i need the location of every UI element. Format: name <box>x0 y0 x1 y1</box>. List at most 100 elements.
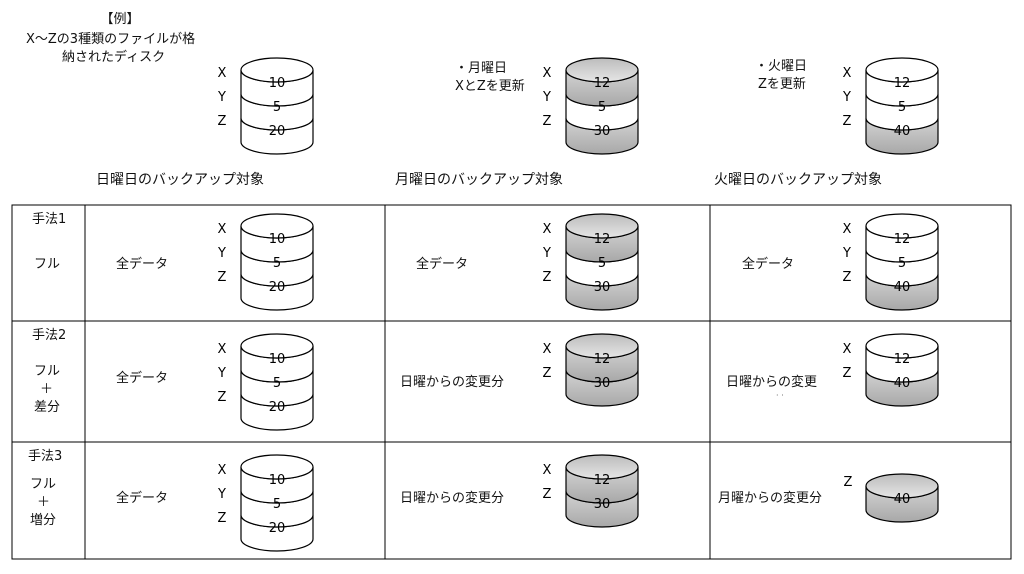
tuesday-note-line1: ・火曜日 <box>755 59 808 74</box>
disk-value: 40 <box>894 124 911 139</box>
disk-value: 12 <box>894 76 911 91</box>
file-letter: Z <box>218 511 227 526</box>
disk-value: 30 <box>594 376 611 391</box>
file-letter: X <box>543 463 552 478</box>
disk-top <box>240 57 314 83</box>
disk-method3-tuesday: 40 <box>865 473 939 523</box>
method3-title: 手法3 <box>28 449 63 464</box>
method1-sunday-label: 全データ <box>116 257 169 272</box>
tuesday-caption: 火曜日のバックアップ対象 <box>714 172 882 188</box>
disk-top <box>240 454 314 480</box>
disk-value: 12 <box>594 76 611 91</box>
disk-value: 5 <box>898 100 906 115</box>
disk-value: 12 <box>594 352 611 367</box>
file-letter: X <box>843 342 852 357</box>
file-letter: Y <box>217 366 226 381</box>
disk-value: 12 <box>894 352 911 367</box>
disk-value: 30 <box>594 497 611 512</box>
disk-value: 5 <box>273 497 281 512</box>
dots-mark: · · <box>776 391 784 400</box>
file-letter: Z <box>843 270 852 285</box>
file-letter: X <box>218 463 227 478</box>
file-letter: X <box>543 342 552 357</box>
method1-title: 手法1 <box>32 212 67 227</box>
disk-method2-tuesday: 12 X 40 Z <box>843 333 939 407</box>
disk-value: 10 <box>269 232 286 247</box>
file-letter: X <box>218 66 227 81</box>
method2-monday-label: 日曜からの変更分 <box>400 375 505 390</box>
method1-name: フル <box>34 257 61 272</box>
monday-note-line2: XとZを更新 <box>455 79 525 94</box>
disk-cylinders: 10X5Y20Z12X5Y30Z12X5Y40Z10X5Y20Z12X5Y30Z… <box>217 57 939 552</box>
disk-value: 20 <box>269 400 286 415</box>
file-letter: X <box>543 66 552 81</box>
disk-top <box>865 473 939 499</box>
disk-value: 10 <box>269 76 286 91</box>
file-letter: Z <box>218 390 227 405</box>
disk-value: 20 <box>269 124 286 139</box>
file-letter: Z <box>543 366 552 381</box>
method2-name-line2: 差分 <box>34 400 61 415</box>
file-letter: Y <box>542 246 551 261</box>
file-letter: Y <box>217 487 226 502</box>
disk-top <box>565 57 639 83</box>
method1-tuesday-label: 全データ <box>742 257 795 272</box>
file-letter: Z <box>843 114 852 129</box>
monday-caption: 月曜日のバックアップ対象 <box>395 172 563 188</box>
disk-value: 10 <box>269 473 286 488</box>
file-letter: Y <box>542 90 551 105</box>
disk-value: 20 <box>269 521 286 536</box>
method2-tuesday-label: 日曜からの変更 <box>726 375 818 390</box>
method3-sunday-label: 全データ <box>116 491 169 506</box>
file-letter: Z <box>543 114 552 129</box>
example-title: 【例】 <box>100 12 140 27</box>
method2-name-line1: フル <box>34 364 61 379</box>
table-border <box>11 204 1012 560</box>
method3-name-line2: 増分 <box>30 513 57 528</box>
file-letter: X <box>218 342 227 357</box>
disk-method2-monday: 12 X 30 Z <box>543 333 639 407</box>
file-letter: Z <box>844 475 853 490</box>
method3-tuesday-label: 月曜からの変更分 <box>718 491 823 506</box>
disk-value: 5 <box>898 256 906 271</box>
disk-value: 5 <box>598 100 606 115</box>
disk-top <box>865 333 939 359</box>
file-letter: Z <box>218 114 227 129</box>
file-letter: Y <box>217 246 226 261</box>
disk-value: 30 <box>594 280 611 295</box>
method3-monday-label: 日曜からの変更分 <box>400 491 505 506</box>
file-letter: X <box>843 222 852 237</box>
file-letter: Z <box>543 270 552 285</box>
disk-top <box>565 333 639 359</box>
file-letter: X <box>543 222 552 237</box>
example-desc-line2: 納されたディスク <box>62 50 166 65</box>
disk-value: 20 <box>269 280 286 295</box>
disk-value: 5 <box>273 376 281 391</box>
disk-value: 40 <box>894 492 911 507</box>
example-desc-line1: X〜Zの3種類のファイルが格 <box>26 32 196 47</box>
disk-value: 12 <box>894 232 911 247</box>
method2-title: 手法2 <box>32 328 67 343</box>
table-grid <box>11 204 1012 560</box>
file-letter: Z <box>843 366 852 381</box>
disk-value: 12 <box>594 232 611 247</box>
file-letter: X <box>218 222 227 237</box>
disk-top <box>865 213 939 239</box>
disk-value: 40 <box>894 376 911 391</box>
file-letter: Z <box>543 487 552 502</box>
disk-value: 5 <box>273 100 281 115</box>
method2-plus: ＋ <box>40 382 54 397</box>
disk-top <box>240 333 314 359</box>
method1-monday-label: 全データ <box>416 257 469 272</box>
method3-plus: ＋ <box>37 495 51 510</box>
monday-note-line1: ・月曜日 <box>455 61 508 76</box>
tuesday-note-line2: Zを更新 <box>758 77 806 92</box>
disk-value: 40 <box>894 280 911 295</box>
